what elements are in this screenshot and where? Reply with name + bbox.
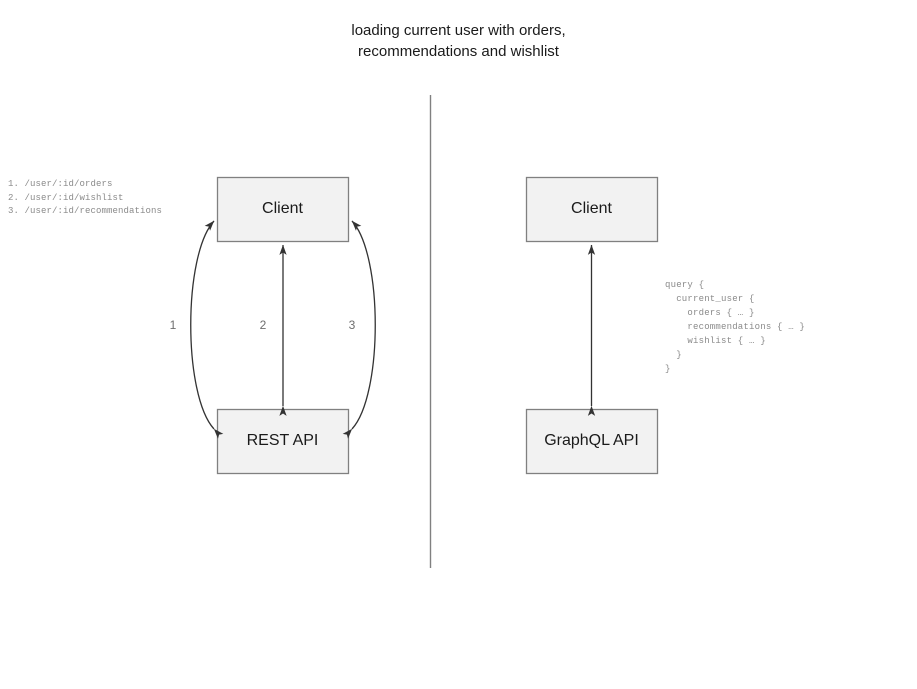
graphql-api-node xyxy=(525,408,659,475)
page-title: loading current user with orders, recomm… xyxy=(351,22,566,60)
rest-client-node xyxy=(216,176,350,243)
rest-api-label: REST API xyxy=(246,432,319,449)
rest-endpoints-list: 1. /user/:id/orders 2. /user/:id/wishlis… xyxy=(8,179,163,216)
rest-edge-1-path xyxy=(190,220,224,439)
graphql-query-block: query { current_user { orders { … } reco… xyxy=(665,280,806,374)
rest-api-node xyxy=(216,408,350,475)
graphql-client-node xyxy=(525,176,659,243)
rest-client-label: Client xyxy=(262,200,303,217)
graphql-api-label: GraphQL API xyxy=(544,432,639,449)
rest-edge-3-path xyxy=(342,220,376,439)
graphql-client-label: Client xyxy=(571,200,612,217)
rest-edge-3-number: 3 xyxy=(348,318,356,332)
rest-edge-2-number: 2 xyxy=(259,318,267,332)
rest-edge-1-number: 1 xyxy=(169,318,177,332)
